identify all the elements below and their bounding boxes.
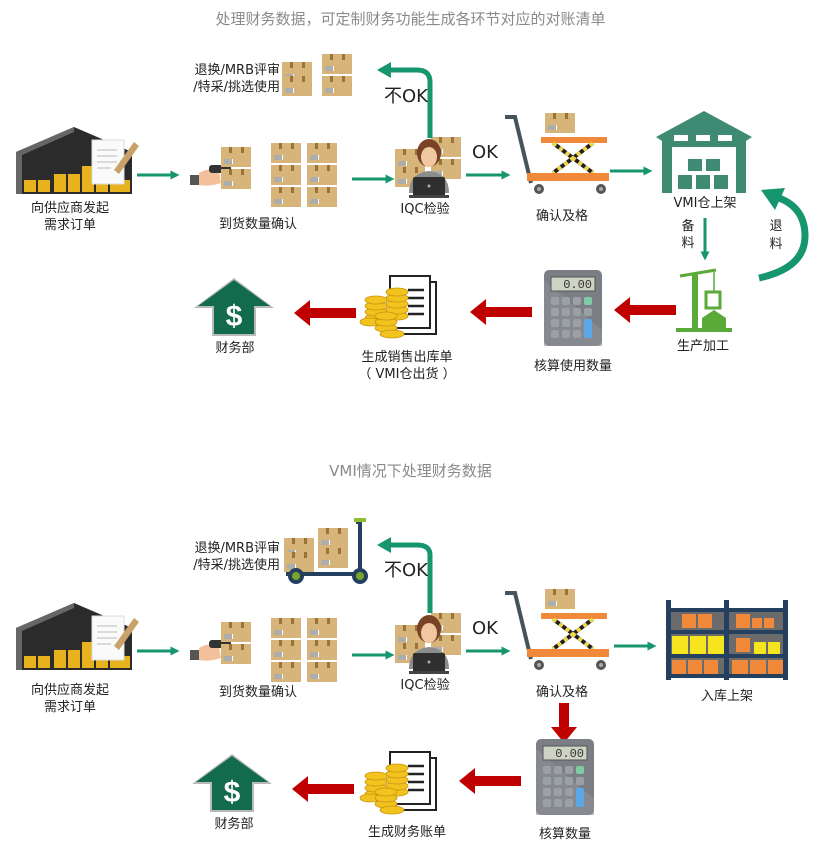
node-calc-label: 核算使用数量 xyxy=(533,359,612,374)
flow-arrow-confirm-storage xyxy=(614,641,657,651)
node-order-line1: 向供应商发起 xyxy=(30,683,109,698)
node-iqc-label: IQC检验 xyxy=(400,678,450,693)
warehouse-order-icon xyxy=(15,126,140,195)
barcode-scanner-boxes-icon xyxy=(190,142,338,208)
money-arrow-sales-finance xyxy=(294,300,356,326)
lift-cart-icon xyxy=(505,113,615,197)
node-confirm-label: 确认及格 xyxy=(535,209,588,224)
node-iqc-label: IQC检验 xyxy=(400,202,450,217)
not-ok-label: 不OK xyxy=(384,86,428,107)
shelf-icon xyxy=(666,600,788,680)
production-machine-icon xyxy=(676,268,732,332)
warehouse-icon xyxy=(656,111,752,193)
money-arrow-calc-bill xyxy=(459,768,521,794)
node-finance-label: 财务部 xyxy=(215,341,255,356)
node-arrival-label: 到货数量确认 xyxy=(218,685,297,700)
section-1-title: 处理财务数据，可定制财务功能生成各环节对应的对账清单 xyxy=(215,10,606,28)
money-arrow-confirm-calc xyxy=(551,703,577,743)
calculator-display: 0.00 xyxy=(555,747,584,761)
warehouse-order-icon xyxy=(15,602,140,671)
money-arrow-calc-sales xyxy=(470,299,532,325)
coins-document-icon xyxy=(358,750,438,816)
flow-arrow-arrival-iqc xyxy=(352,174,395,184)
node-sales-label: 生成销售出库单 （ VMI仓出货 ） xyxy=(352,349,462,383)
boxes-icon xyxy=(281,53,353,97)
flow-arrow-iqc-confirm xyxy=(466,646,511,656)
flow-arrow-return xyxy=(758,188,809,282)
flow-arrow-not-ok xyxy=(377,62,433,138)
lift-cart-icon xyxy=(505,589,615,673)
barcode-scanner-boxes-icon xyxy=(190,617,338,683)
flow-arrow-prep xyxy=(700,218,710,261)
inspector-laptop-icon xyxy=(395,613,465,677)
not-ok-label: 不OK xyxy=(384,560,428,581)
flow-arrow-iqc-confirm xyxy=(466,170,511,180)
ok-label: OK xyxy=(472,618,498,639)
money-arrow-production-calc xyxy=(614,297,676,323)
node-reject-label: 退换/MRB评审 /特采/挑选使用 xyxy=(170,62,280,96)
section-2-title: VMI情况下处理财务数据 xyxy=(329,462,492,480)
return-label: 退料 xyxy=(769,219,783,252)
node-storage-label: 入库上架 xyxy=(700,689,753,704)
node-order-line2: 需求订单 xyxy=(43,218,96,233)
node-vmi-label: VMI仓上架 xyxy=(673,196,737,211)
flow-arrow-not-ok xyxy=(377,537,433,613)
node-reject-line2: /特采/挑选使用 xyxy=(193,558,280,573)
node-sales-line2: （ VMI仓出货 ） xyxy=(358,367,456,382)
flow-arrow-order-arrival xyxy=(137,170,180,180)
dollar-up-arrow-icon xyxy=(192,754,272,812)
node-sales-line1: 生成销售出库单 xyxy=(361,350,453,365)
prep-label: 备料 xyxy=(681,219,695,251)
node-reject-line1: 退换/MRB评审 xyxy=(194,63,280,78)
flow-arrow-confirm-vmi xyxy=(610,166,653,176)
hand-truck-boxes-icon xyxy=(283,518,368,584)
calculator-display: 0.00 xyxy=(563,278,592,292)
flow-arrow-order-arrival xyxy=(137,646,180,656)
node-bill-label: 生成财务账单 xyxy=(367,825,446,840)
node-finance-label: 财务部 xyxy=(214,817,254,832)
node-reject-label: 退换/MRB评审 /特采/挑选使用 xyxy=(170,540,280,574)
node-production-label: 生产加工 xyxy=(676,339,729,354)
inspector-laptop-icon xyxy=(395,137,465,201)
node-order-line1: 向供应商发起 xyxy=(30,201,109,216)
node-order-line2: 需求订单 xyxy=(43,700,96,715)
ok-label: OK xyxy=(472,142,498,163)
node-arrival-label: 到货数量确认 xyxy=(218,217,297,232)
node-confirm-label: 确认及格 xyxy=(535,685,588,700)
money-arrow-bill-finance xyxy=(292,776,354,802)
node-calc-label: 核算数量 xyxy=(538,827,591,842)
node-order-label: 向供应商发起 需求订单 xyxy=(10,682,130,716)
node-reject-line2: /特采/挑选使用 xyxy=(193,80,280,95)
dollar-up-arrow-icon xyxy=(194,278,274,336)
flow-arrow-arrival-iqc xyxy=(352,650,395,660)
node-reject-line1: 退换/MRB评审 xyxy=(194,541,280,556)
coins-document-icon xyxy=(358,274,438,340)
node-order-label: 向供应商发起 需求订单 xyxy=(10,200,130,234)
